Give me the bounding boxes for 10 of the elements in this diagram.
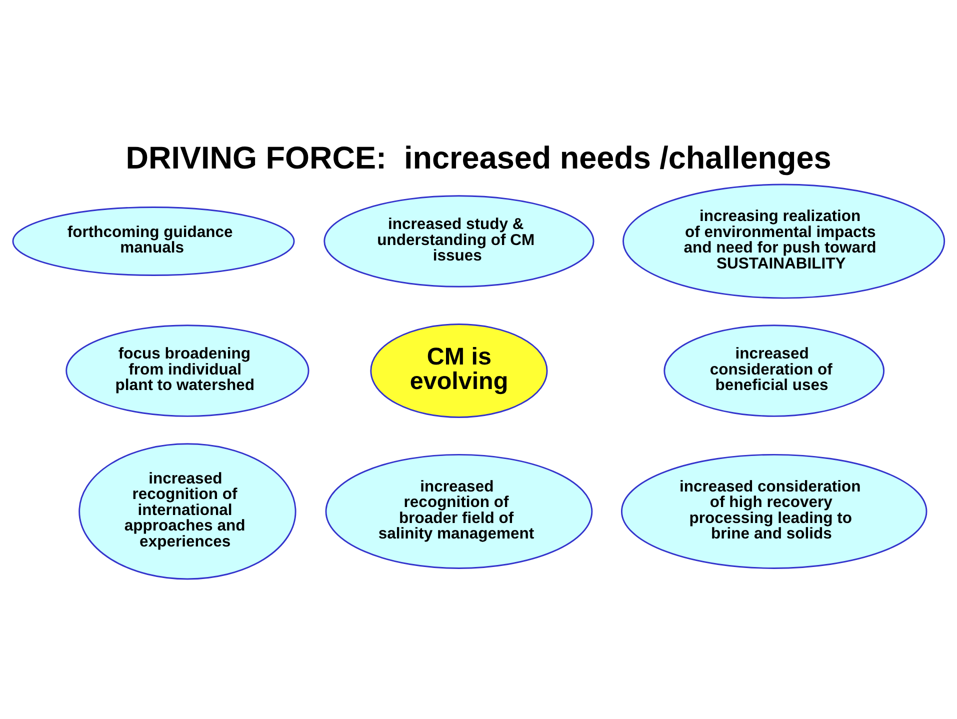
node-ellipse: forthcoming guidance manuals (12, 206, 295, 276)
node-ellipse: focus broadening from individual plant to watershed (66, 324, 310, 417)
diagram-title: DRIVING FORCE: increased needs /challenges (126, 140, 832, 176)
node-ellipse: increased recognition of broader field of salinity management (325, 454, 593, 569)
node-ellipse: increased study & understanding of CM issues (324, 195, 594, 288)
node-ellipse: increased consideration of high recovery processing leading to brine and solids (620, 454, 928, 569)
node-ellipse: increasing realization of environmental impacts and need for push toward SUSTAINABILITY (622, 184, 946, 299)
node-ellipse: increased recognition of international approaches and experiences (78, 443, 296, 580)
node-ellipse: increased consideration of beneficial uses (664, 324, 885, 417)
node-ellipse: CM is evolving (370, 324, 548, 418)
